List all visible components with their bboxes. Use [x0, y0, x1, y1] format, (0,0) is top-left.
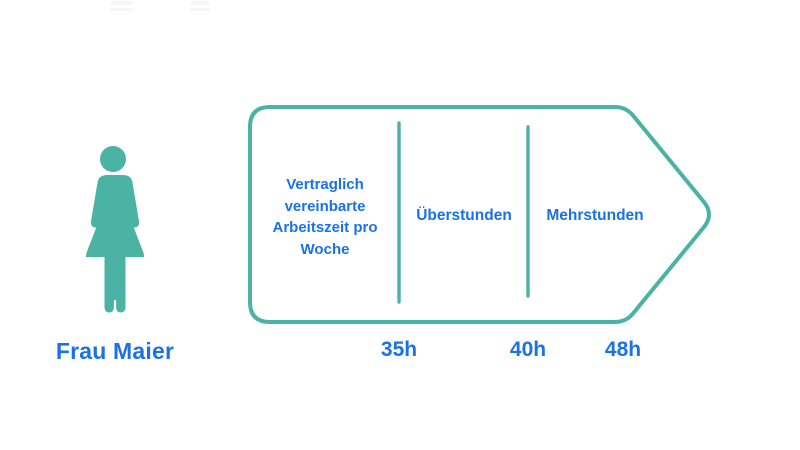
woman-head	[100, 146, 126, 172]
woman-legs	[104, 253, 126, 313]
woman-pictogram-icon	[86, 146, 144, 313]
section-label-mehrstunden: Mehrstunden	[546, 207, 644, 224]
section-label-ueberstunden: Überstunden	[416, 207, 512, 224]
hour-marker-40h: 40h	[509, 338, 547, 361]
figure-caption: Frau Maier	[55, 338, 175, 364]
process-arrow-shape	[248, 105, 711, 324]
woman-body	[86, 175, 144, 257]
arrow-outline	[248, 105, 711, 324]
artifact-mark	[110, 8, 132, 11]
artifact-mark	[190, 8, 210, 11]
hour-marker-48h: 48h	[604, 338, 642, 361]
artifact-mark	[190, 1, 210, 5]
section-label-contracted-hours: Vertraglich vereinbarte Arbeitszeit pro …	[272, 176, 378, 258]
artifact-mark	[110, 1, 132, 5]
hour-marker-35h: 35h	[380, 338, 418, 361]
